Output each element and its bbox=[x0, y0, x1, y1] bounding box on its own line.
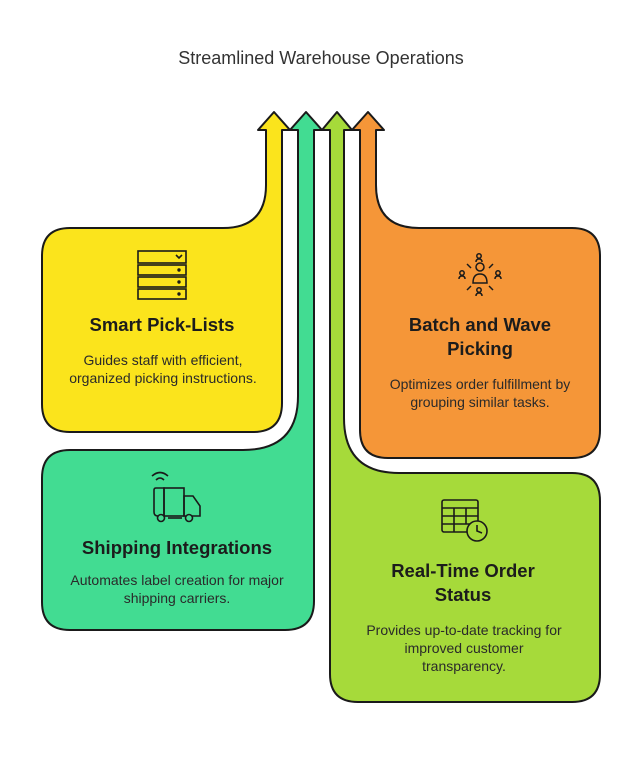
smart-pick-lists-card-shape bbox=[41, 111, 291, 433]
truck-icon bbox=[151, 471, 201, 523]
real-time-status-title: Real-Time Order Status bbox=[391, 560, 535, 605]
real-time-status-card-shape bbox=[321, 111, 601, 703]
shipping-integrations-description: Automates label creation for major shipp… bbox=[70, 572, 284, 606]
list-icon bbox=[137, 250, 187, 300]
shipping-integrations-title: Shipping Integrations bbox=[81, 537, 273, 558]
real-time-status-description: Provides up-to-date tracking for improve… bbox=[366, 622, 562, 674]
batch-wave-description: Optimizes order fulfillment by grouping … bbox=[389, 376, 571, 410]
smart-pick-lists-title: Smart Pick-Lists bbox=[89, 314, 235, 335]
batch-wave-title: Batch and Wave Picking bbox=[408, 314, 552, 359]
group-icon bbox=[458, 253, 502, 297]
shipping-integrations-card-shape bbox=[41, 111, 323, 631]
diagram-title: Streamlined Warehouse Operations bbox=[178, 48, 464, 68]
smart-pick-lists-description: Guides staff with efficient, organized p… bbox=[69, 352, 257, 386]
table-clock-icon bbox=[441, 499, 488, 542]
batch-wave-card-shape bbox=[351, 111, 601, 459]
